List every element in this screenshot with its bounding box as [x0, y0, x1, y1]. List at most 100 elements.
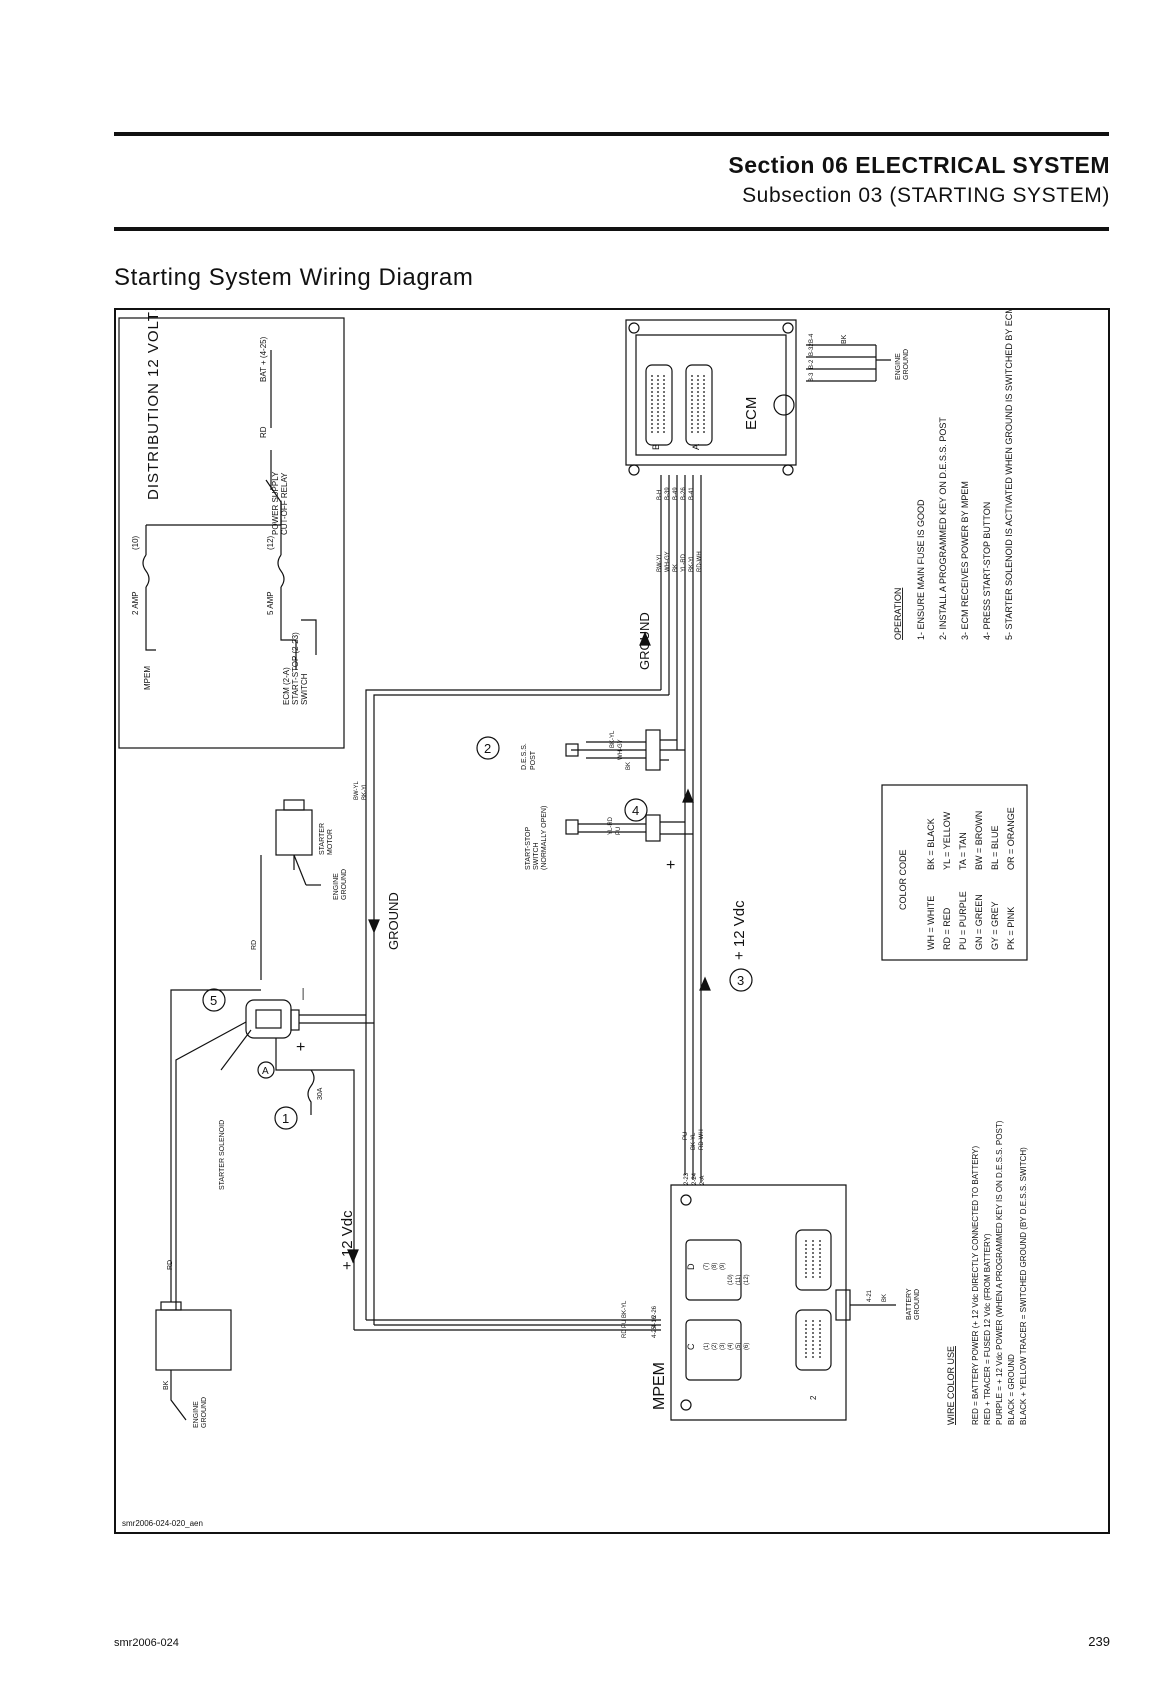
plus12-label-1: + 12 Vdc	[731, 900, 748, 960]
ecm-wire-6: RD-WH	[697, 551, 703, 572]
mpem-fuse-d-3: (9)	[720, 1263, 726, 1270]
color-code-1-6: PK = PINK	[1006, 907, 1016, 950]
start-stop-switch: 4 START-STOP SWITCH (NORMALLY OPEN) YL-R…	[525, 798, 693, 874]
diagram-ref-id: smr2006-024-020_aen	[122, 1519, 203, 1528]
color-code-1-4: GN = GREEN	[974, 894, 984, 950]
header-rule-top	[114, 132, 1109, 136]
mpem-fuse-d-5: (11)	[736, 1275, 742, 1285]
mpem-fuse-d-2: (8)	[712, 1263, 718, 1270]
operation-block: OPERATION 1- ENSURE MAIN FUSE IS GOOD 2-…	[893, 310, 1014, 640]
color-code-2-2: YL = YELLOW	[942, 811, 952, 870]
dess-post: 2 D.E.S.S. POST BK-YL WH-GY BK	[476, 729, 685, 771]
rd-label-motor: RD	[251, 940, 258, 950]
battery: RD BK ENGINE GROUND	[155, 989, 261, 1428]
dess-wire-3: BK	[626, 762, 632, 770]
mpem-connector-2: 2	[809, 1395, 818, 1400]
operation-step-2: 2- INSTALL A PROGRAMMED KEY ON D.E.S.S. …	[938, 417, 948, 640]
mpem-wire-bottom-3: RD	[622, 1329, 628, 1338]
ecm-wire-2: WH-GY	[665, 551, 671, 572]
callout-1: 1	[282, 1111, 289, 1126]
wiring-diagram: DISTRIBUTION 12 VOLTS BAT + (4-25) RD PO…	[114, 308, 1110, 1534]
ecm-pin-4: B-26	[681, 487, 687, 500]
header-rule-bottom	[114, 227, 1109, 231]
color-code-1-5: GY = GREY	[990, 901, 1000, 950]
ecm-label: ECM	[743, 397, 760, 430]
operation-step-3: 3- ECM RECEIVES POWER BY MPEM	[960, 481, 970, 640]
dess-wire-2: WH-GY	[618, 739, 624, 760]
ecm-wire-1: BW-YL	[657, 552, 663, 572]
start-stop-wire-1: YL-RD	[608, 816, 614, 835]
wire-color-use-2: RED + TRACER = FUSED 12 Vdc (FROM BATTER…	[983, 1233, 992, 1425]
mpem-pin-top-3: 2-A	[700, 1176, 706, 1185]
mpem-battery-ground-1: BATTERY	[906, 1288, 913, 1320]
mpem-wire-top-1: PU	[683, 1132, 689, 1140]
section-title: Section 06 ELECTRICAL SYSTEM	[728, 152, 1110, 178]
wire-color-use-block: WIRE COLOR USE RED = BATTERY POWER (+ 12…	[946, 1120, 1028, 1425]
bk-label-battery: BK	[163, 1380, 170, 1390]
color-code-2-6: OR = ORANGE	[1006, 807, 1016, 870]
dess-callout: 2	[484, 741, 491, 756]
ecm-wire-5: BK-YL	[689, 554, 695, 572]
fuse-5amp-label: 5 AMP	[266, 591, 275, 615]
mpem-pin-bottom-2: 4-16	[652, 1315, 658, 1328]
ecm-pin-1: B-H	[657, 490, 663, 500]
operation-step-4: 4- PRESS START-STOP BUTTON	[982, 502, 992, 640]
a-marker: A	[262, 1066, 269, 1077]
mpem-fuse-c-3: (3)	[720, 1343, 726, 1350]
mpem-fuse-d-6: (12)	[744, 1274, 750, 1285]
fuse-2amp-id: (10)	[131, 535, 140, 550]
color-code-1-2: RD = RED	[942, 907, 952, 950]
mpem-pin-top-2: 2-24	[692, 1172, 698, 1185]
wire-color-use-3: PURPLE = + 12 Vdc POWER (WHEN A PROGRAMM…	[995, 1120, 1004, 1425]
mpem-pin-bottom-1: 2-26	[652, 1305, 658, 1318]
relay-label-1: POWER SUPPLY	[271, 471, 280, 535]
wire-color-use-5: BLACK + YELLOW TRACER = SWITCHED GROUND …	[1019, 1147, 1028, 1425]
mpem-pin-top-1: 2-23	[684, 1172, 690, 1185]
ecm-ground-pin-3: B-2	[809, 359, 815, 369]
dess-label-2: POST	[530, 750, 537, 770]
ecm-ground-pin-2: B-32	[809, 343, 815, 356]
mpem-wire-bottom-1: BK-YL	[622, 1300, 628, 1318]
solenoid-minus: —	[295, 988, 309, 1000]
switch-ref-label: SWITCH	[300, 673, 309, 705]
starter-solenoid-label: STARTER SOLENOID	[219, 1120, 226, 1190]
diagram-title: Starting System Wiring Diagram	[114, 264, 474, 291]
wire-color-use-title: WIRE COLOR USE	[946, 1346, 956, 1425]
mpem-fuse-d-1: (7)	[704, 1263, 710, 1270]
starter-motor: STARTER MOTOR ENGINE GROUND RD	[251, 799, 348, 980]
ecm-module: ECM A B B-4 B-32 B-2 B-3 BK ENGINE GROUN…	[625, 319, 910, 1020]
mpem-battery-ground-wire: BK	[882, 1294, 888, 1302]
ecm-ground-pin-4: B-3	[809, 372, 815, 382]
page-number: 239	[1088, 1634, 1110, 1649]
mpem-col-d: D	[686, 1263, 696, 1270]
starter-motor-ground-2: GROUND	[341, 869, 348, 900]
dess-wire-1: BK-YL	[610, 730, 616, 748]
bat-label: BAT + (4-25)	[259, 336, 268, 382]
mpem-wire-top-2: BK-YL	[691, 1132, 697, 1150]
starter-motor-1: STARTER	[319, 823, 326, 855]
operation-step-5: 5- STARTER SOLENOID IS ACTIVATED WHEN GR…	[1004, 310, 1014, 640]
color-code-2-4: BW = BROWN	[974, 811, 984, 870]
operation-title: OPERATION	[893, 588, 903, 640]
ecm-ground-wire: BK	[841, 334, 848, 344]
battery-ground-1: ENGINE	[193, 1401, 200, 1428]
ecm-engine-ground-1: ENGINE	[895, 353, 902, 380]
start-stop-line-3: (NORMALLY OPEN)	[541, 806, 548, 870]
dess-label-1: D.E.S.S.	[521, 743, 528, 770]
start-stop-callout: 4	[632, 803, 639, 818]
ecm-connector-b: B	[651, 444, 661, 450]
wire-color-use-4: BLACK = GROUND	[1007, 1354, 1016, 1425]
color-code-2-5: BL = BLUE	[990, 826, 1000, 870]
color-code-2-1: BK = BLACK	[926, 818, 936, 870]
mpem-label: MPEM	[651, 1362, 668, 1410]
mpem-fuse-c-1: (1)	[704, 1343, 710, 1350]
ecm-ground-pin-1: B-4	[809, 333, 815, 343]
battery-ground-2: GROUND	[201, 1397, 208, 1428]
mpem-module: MPEM D C 2 (7) (8) (9) (10) (11) (12) (1…	[651, 1172, 921, 1421]
ecm-pin-2: B-39	[665, 487, 671, 500]
color-code-1-3: PU = PURPLE	[958, 891, 968, 950]
wire-color-use-1: RED = BATTERY POWER (+ 12 Vdc DIRECTLY C…	[971, 1145, 980, 1425]
mpem-fuse-d-4: (10)	[728, 1274, 734, 1285]
amp-30-label: 30A	[317, 1087, 324, 1100]
mpem-battery-ground-pin: 4-21	[867, 1289, 873, 1302]
